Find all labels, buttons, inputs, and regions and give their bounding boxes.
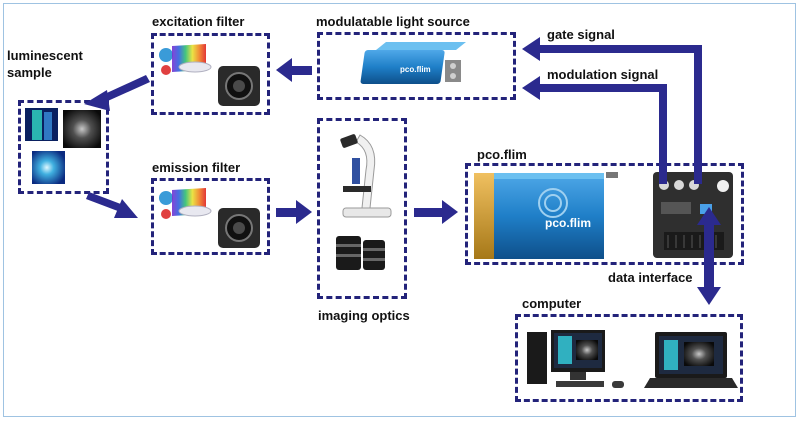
light-source-box	[317, 32, 516, 100]
cell-image	[63, 110, 101, 148]
color-spectrum-icon	[159, 44, 212, 75]
computer-box	[515, 314, 743, 402]
arrow-modulation-signal	[522, 76, 667, 184]
light-source-logo: pco.flim	[400, 65, 431, 74]
label-imaging-optics: imaging optics	[318, 308, 410, 323]
diagram-frame	[3, 3, 796, 417]
filter-wheel-icon	[218, 66, 260, 106]
arrow-gate-signal	[522, 37, 702, 184]
emission-filter-box	[151, 178, 270, 255]
camera-logo: pco.flim	[545, 216, 591, 230]
camera-back-panel	[653, 172, 733, 258]
arrow-optics-to-camera	[414, 200, 458, 224]
label-pco-flim: pco.flim	[477, 147, 527, 162]
arrow-sample-to-emission	[86, 192, 138, 218]
label-modulatable-light-source: modulatable light source	[316, 14, 470, 29]
label-luminescent: luminescent	[7, 48, 83, 63]
label-emission-filter: emission filter	[152, 160, 241, 175]
luminescent-sample-box	[18, 100, 109, 194]
pco-flim-box	[465, 163, 744, 265]
luminescent-sample-images	[25, 108, 101, 184]
label-data-interface: data interface	[608, 270, 693, 285]
camera-icon: pco.flim	[474, 172, 618, 259]
label-sample: sample	[7, 65, 52, 80]
arrow-emission-to-optics	[276, 200, 312, 224]
microscope-icon	[340, 134, 392, 218]
label-excitation-filter: excitation filter	[152, 14, 245, 29]
sample-fluorescence-image	[32, 151, 65, 184]
emission-filter-icon-group	[159, 188, 260, 248]
lens-icon	[336, 236, 385, 270]
arrow-light-to-excitation	[276, 58, 312, 82]
label-gate-signal: gate signal	[547, 27, 615, 42]
laptop-icon	[644, 332, 738, 388]
arrow-excitation-to-sample	[84, 75, 150, 111]
imaging-optics-box	[317, 118, 407, 299]
desktop-computer-icon	[527, 330, 624, 388]
arrows	[84, 37, 721, 305]
excitation-filter-icon-group	[159, 44, 260, 106]
label-computer: computer	[522, 296, 582, 311]
light-source-device: pco.flim	[360, 42, 466, 84]
excitation-filter-box	[151, 33, 270, 115]
arrow-data-interface	[697, 207, 721, 305]
label-modulation-signal: modulation signal	[547, 67, 659, 82]
